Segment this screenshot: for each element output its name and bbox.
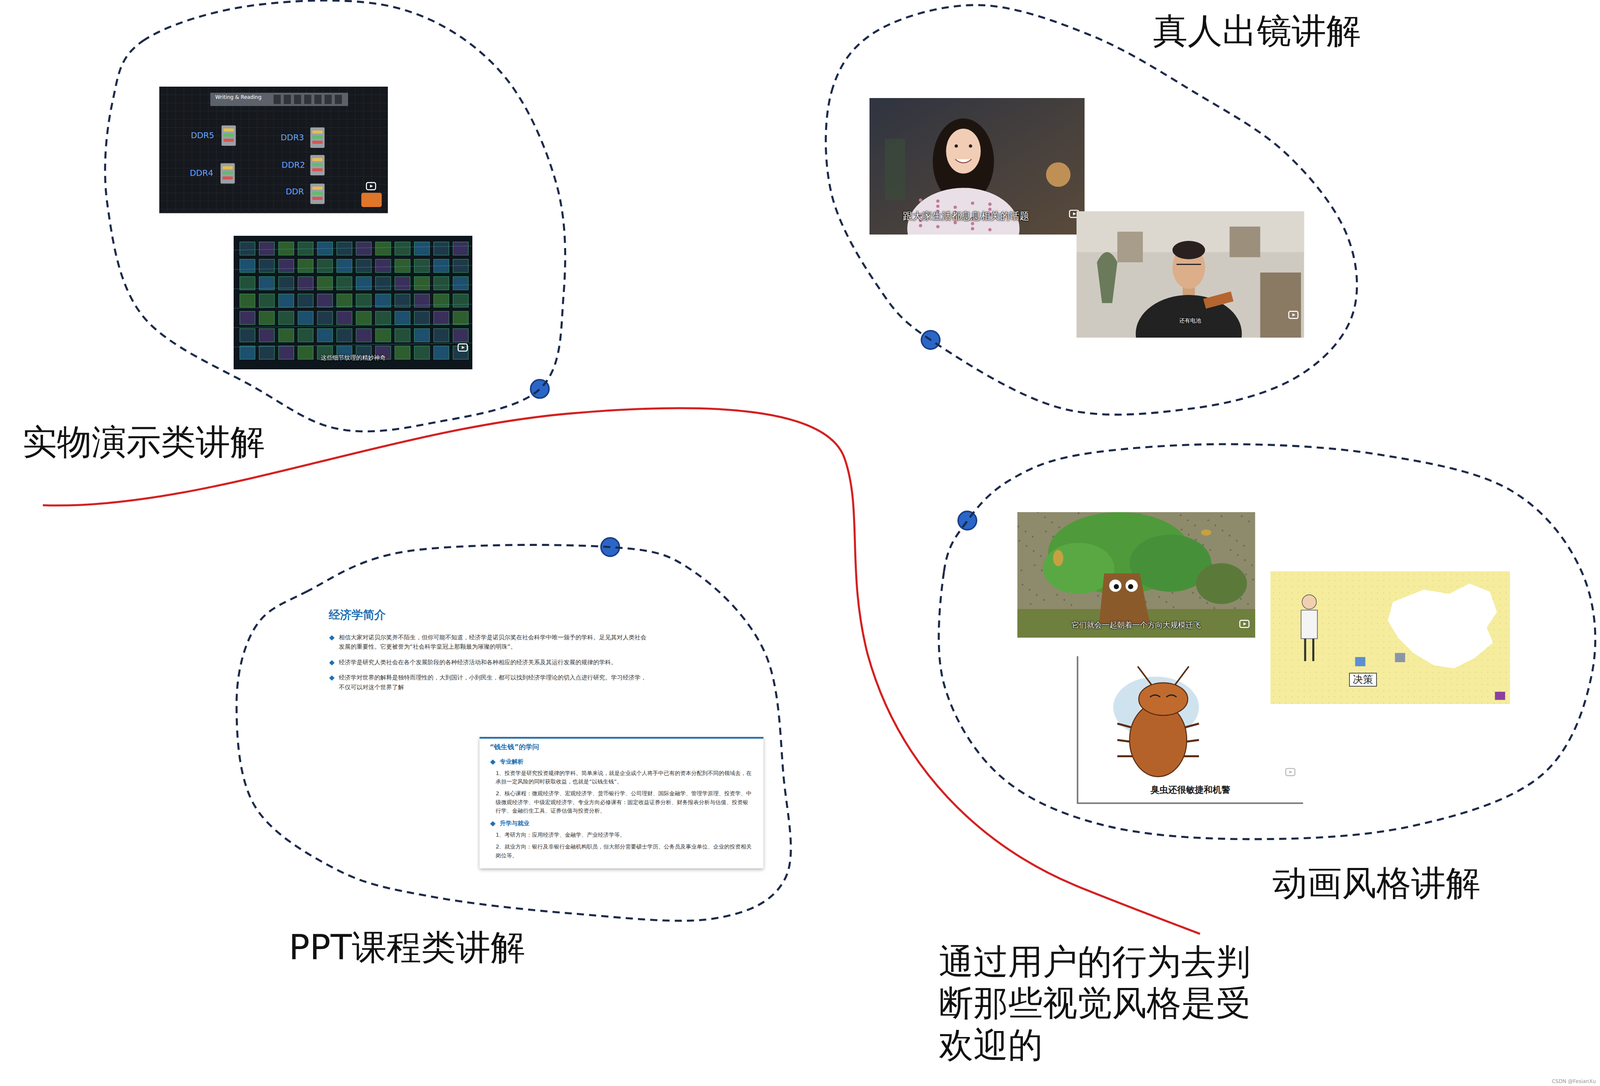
thumbnail-art <box>1017 512 1256 638</box>
slide-text-run: 专业解析 <box>499 757 524 765</box>
thumbnail-text: 臭虫还很敏捷和机警 <box>1076 784 1305 796</box>
style-region: PPT课程类讲解经济学简介相信大家对诺贝尔奖并不陌生，但你可能不知道，经济学是诺… <box>229 535 791 944</box>
thumbnail-text: DDR <box>285 186 304 197</box>
dashed-outline-path <box>938 444 1596 840</box>
slide-text: 2、核心课程：微观经济学、宏观经济学、货币银行学、公司理财、国际金融学、管理学原… <box>489 789 753 815</box>
diamond-bullet <box>329 675 335 681</box>
slide-text-run: 升学与就业 <box>499 819 530 827</box>
thumbnail-text: Writing & Reading <box>215 94 262 101</box>
thumbnail-art <box>1270 571 1511 704</box>
slide-text: 1、考研方向：应用经济学、金融学、产业经济学等。 <box>489 830 753 840</box>
video-thumbnail: 这些细节纹理的精妙神奇 <box>233 235 473 370</box>
thumbnail-text: 跟大家生活都息息相关的话题 <box>902 210 1030 223</box>
watermark: CSDN @FesianXu <box>1551 1078 1596 1085</box>
dashed-outline-path <box>104 0 565 432</box>
slide-text-run: 2、就业方向：银行及非银行金融机构职员，但大部分需要硕士学历。公务员及事业单位、… <box>495 843 752 859</box>
region-title: 真人出镜讲解 <box>1152 10 1361 52</box>
note-text: 通过用户的行为去判断那些视觉风格是受欢迎的 <box>938 940 1258 1066</box>
slide-text: 相信大家对诺贝尔奖并不陌生，但你可能不知道，经济学是诺贝尔奖在社会科学中唯一颁予… <box>328 632 648 652</box>
slide-text: 经济学对世界的解释是独特而理性的，大到国计，小到民生，都可以找到经济学理论的切入… <box>328 672 648 692</box>
slide-text-run: 相信大家对诺贝尔奖并不陌生，但你可能不知道，经济学是诺贝尔奖在社会科学中唯一颁予… <box>338 633 647 650</box>
slide-text: 2、就业方向：银行及非银行金融机构职员，但大部分需要硕士学历。公务员及事业单位、… <box>489 842 753 860</box>
thumbnail-text: 还有电池 <box>1076 317 1305 325</box>
slide-text-run: 经济学是研究人类社会在各个发展阶段的各种经济活动和各种相应的经济关系及其运行发展… <box>338 658 617 666</box>
video-thumbnail: 它们就会一起朝着一个方向大规模迁飞 <box>1017 512 1256 638</box>
slide-text-run: 经济学简介 <box>328 607 386 622</box>
region-title: PPT课程类讲解 <box>288 926 525 969</box>
thumbnail-text: DDR4 <box>189 168 213 178</box>
thumbnail-text: 这些细节纹理的精妙神奇 <box>233 354 473 362</box>
region-title: 实物演示类讲解 <box>22 421 265 464</box>
slide-text-run: 1、投资学是研究投资规律的学科。简单来说，就是企业或个人将手中已有的资本分配到不… <box>495 769 752 785</box>
slide-text: 1、投资学是研究投资规律的学科。简单来说，就是企业或个人将手中已有的资本分配到不… <box>489 768 753 786</box>
thumbnail-text: 决策 <box>1349 672 1378 687</box>
video-thumbnail: Writing & ReadingDDR5 DDR3DDR4 DDR2DDR <box>159 86 388 213</box>
blue-dot <box>958 511 977 530</box>
thumbnail-text: DDR5 <box>190 130 215 141</box>
style-region: 动画风格讲解它们就会一起朝着一个方向大规模迁飞决策臭虫还很敏捷和机警 <box>933 438 1598 858</box>
diamond-bullet <box>490 759 496 765</box>
thumbnail-art <box>233 235 473 370</box>
video-thumbnail: 跟大家生活都息息相关的话题 <box>869 98 1085 235</box>
thumbnail-text: 它们就会一起朝着一个方向大规模迁飞 <box>1017 620 1256 630</box>
slide-heading: 升学与就业 <box>489 818 753 829</box>
diamond-bullet <box>329 659 335 666</box>
slide-title: “钱生钱”的学问 <box>489 742 753 752</box>
thumbnail-art <box>159 86 388 213</box>
video-thumbnail: 臭虫还很敏捷和机警 <box>1076 656 1305 805</box>
style-region: 实物演示类讲解Writing & ReadingDDR5DDR3DDR4DDR2… <box>102 0 572 450</box>
slide-heading: 专业解析 <box>489 756 753 767</box>
thumbnail-art <box>1076 656 1305 805</box>
video-thumbnail: 决策 <box>1270 571 1511 704</box>
slide-text-run: 1、考研方向：应用经济学、金融学、产业经济学等。 <box>495 831 626 838</box>
region-title: 动画风格讲解 <box>1272 862 1481 905</box>
dashed-outline <box>102 0 572 450</box>
ppt-slide: “钱生钱”的学问专业解析 1、投资学是研究投资规律的学科。简单来说，就是企业或个人… <box>479 736 764 869</box>
slide-text-run: “钱生钱”的学问 <box>489 742 540 751</box>
style-region: 真人出镜讲解跟大家生活都息息相关的话题还有电池 <box>826 0 1363 419</box>
video-thumbnail: 还有电池 <box>1076 211 1305 338</box>
dashed-outline-path <box>825 5 1358 415</box>
slide-text-run: 经济学对世界的解释是独特而理性的，大到国计，小到民生，都可以找到经济学理论的切入… <box>338 673 647 690</box>
diamond-bullet <box>490 820 496 827</box>
red-curve <box>42 408 1200 934</box>
diamond-bullet <box>329 635 335 641</box>
thumbnail-text: DDR3 <box>280 132 304 143</box>
thumbnail-text: DDR2 <box>281 160 306 170</box>
ppt-slide: 经济学简介相信大家对诺贝尔奖并不陌生，但你可能不知道，经济学是诺贝尔奖在社会科学… <box>318 602 661 704</box>
slide-text-run: 2、核心课程：微观经济学、宏观经济学、货币银行学、公司理财、国际金融学、管理学原… <box>495 790 752 814</box>
slide-title: 经济学简介 <box>328 607 648 623</box>
dashed-outline-path <box>236 544 791 921</box>
slide-text: 经济学是研究人类社会在各个发展阶段的各种经济活动和各种相应的经济关系及其运行发展… <box>328 657 648 667</box>
